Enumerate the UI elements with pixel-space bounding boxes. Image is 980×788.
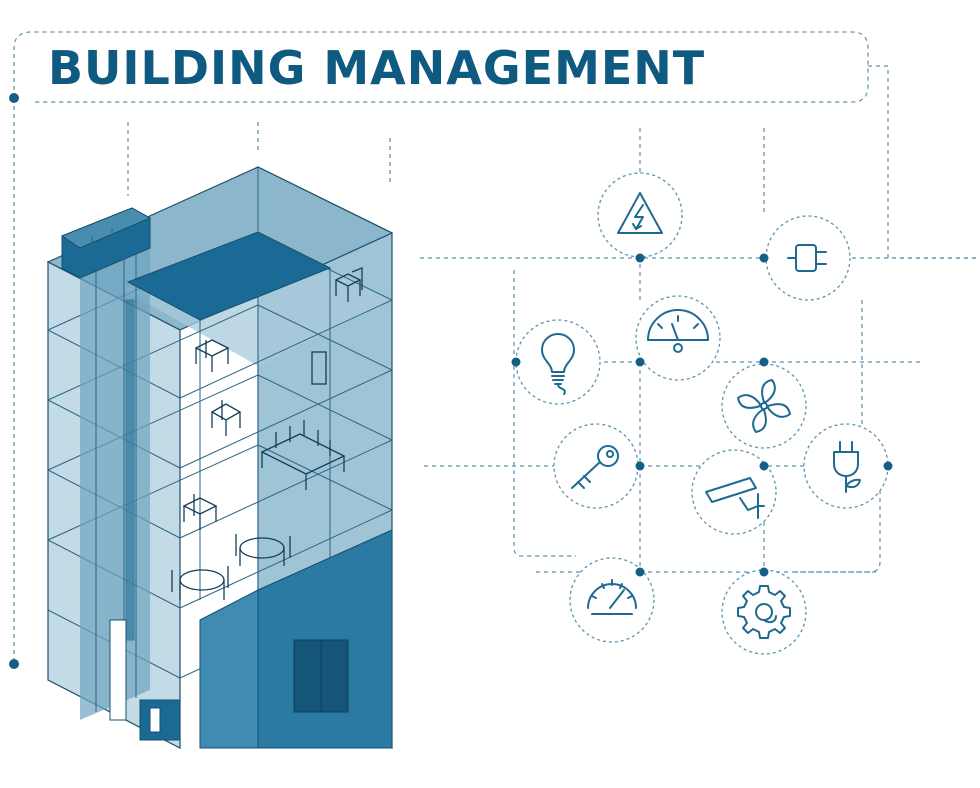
building-illustration — [46, 166, 394, 749]
connector-node — [635, 461, 645, 471]
connector-node — [635, 357, 645, 367]
connector-node — [759, 567, 769, 577]
pressure-gauge-icon — [635, 295, 721, 381]
high-voltage-icon — [597, 172, 683, 258]
connector-node — [635, 253, 645, 263]
ground-floor-lobby — [109, 529, 393, 749]
building-furniture — [171, 267, 363, 600]
connector-node — [635, 567, 645, 577]
speedometer-icon — [569, 557, 655, 643]
connector-node — [759, 461, 769, 471]
title-frame: BUILDING MANAGEMENT — [9, 31, 978, 669]
frame-node — [9, 93, 19, 103]
access-key-icon — [553, 423, 639, 509]
light-bulb-icon — [515, 319, 601, 405]
frame-node — [9, 659, 19, 669]
power-plug-icon — [765, 215, 851, 301]
connector-node — [759, 357, 769, 367]
connector-node — [883, 461, 893, 471]
ventilation-fan-icon — [721, 363, 807, 449]
connector-node — [511, 357, 521, 367]
page-title: BUILDING MANAGEMENT — [48, 41, 705, 95]
rooftop-unit — [60, 207, 152, 279]
upper-room-block — [126, 231, 332, 321]
electric-plug-icon — [803, 423, 889, 509]
security-camera-icon — [691, 449, 777, 535]
settings-gear-icon — [721, 569, 807, 655]
elevator-shaft — [80, 218, 150, 720]
connector-node — [759, 253, 769, 263]
